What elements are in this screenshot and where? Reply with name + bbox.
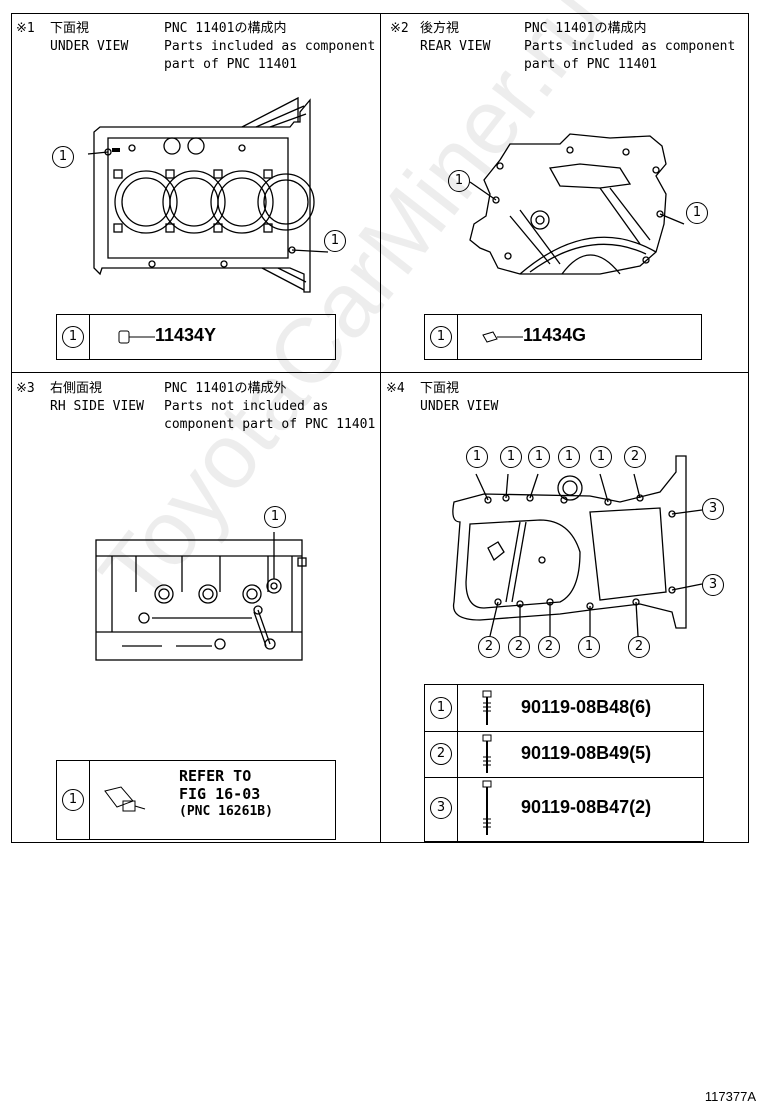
legend-callout: 1 — [430, 326, 452, 348]
panel-2-view-jp: 後方視 — [420, 21, 460, 36]
panel-1-legend: 1 11434Y — [56, 314, 336, 360]
panel-4: ※4 下面視 UNDER VIEW — [380, 372, 748, 842]
callout-3: 3 — [702, 574, 724, 596]
callout-1: 1 — [558, 446, 580, 468]
legend-row-divider — [425, 731, 703, 732]
pin-icon — [118, 330, 155, 344]
part-number: 90119-08B48(6) — [521, 697, 652, 717]
panel-3: ※3 右側面視 RH SIDE VIEW PNC 11401の構成外 Parts… — [12, 372, 380, 842]
legend-row-divider — [425, 777, 703, 778]
refer-line-2: FIG 16-03 — [179, 785, 261, 803]
panel-4-view-en: UNDER VIEW — [420, 399, 499, 414]
callout-1: 1 — [448, 170, 470, 192]
callout-1: 1 — [528, 446, 550, 468]
refer-line-3: (PNC 16261B) — [179, 804, 273, 819]
short-bolt-icon — [482, 690, 492, 725]
dowel-icon — [482, 331, 523, 343]
legend-callout: 1 — [430, 697, 452, 719]
panel-1-mark: ※1 — [16, 21, 35, 36]
callout-2: 2 — [478, 636, 500, 658]
panel-4-mark: ※4 — [386, 381, 405, 396]
panel-3-desc-2: component part of PNC 11401 — [164, 417, 376, 432]
callout-1: 1 — [500, 446, 522, 468]
oil-pan-under-view-drawing — [452, 455, 703, 637]
callout-1: 1 — [52, 146, 74, 168]
figure-id: 117377A — [704, 1089, 756, 1104]
panel-1-desc-1: Parts included as component — [164, 39, 376, 54]
panel-2-view-en: REAR VIEW — [420, 39, 491, 54]
panel-3-legend: 1 REFER TO FIG 16-03 (PNC 16261B) — [56, 760, 336, 840]
callout-3: 3 — [702, 498, 724, 520]
part-number: 90119-08B47(2) — [521, 797, 652, 817]
horizontal-divider — [12, 372, 748, 373]
long-bolt-icon — [482, 780, 492, 835]
panel-1-view-en: UNDER VIEW — [50, 39, 129, 54]
panel-2-desc-2: part of PNC 11401 — [524, 57, 658, 72]
callout-1: 1 — [590, 446, 612, 468]
panel-3-view-jp: 右側面視 — [50, 381, 103, 396]
part-number: 11434G — [523, 325, 587, 345]
panel-1-view-jp: 下面視 — [50, 21, 90, 36]
panel-4-view-jp: 下面視 — [420, 381, 460, 396]
cylinder-block-under-view-drawing — [87, 96, 329, 293]
legend-callout-cell — [57, 761, 90, 839]
callout-2: 2 — [624, 446, 646, 468]
panel-2-desc-1: Parts included as component — [524, 39, 736, 54]
refer-line-1: REFER TO — [179, 767, 252, 785]
panel-2-legend: 1 11434G — [424, 314, 702, 360]
callout-1: 1 — [324, 230, 346, 252]
callout-2: 2 — [508, 636, 530, 658]
part-number: 11434Y — [155, 325, 217, 345]
legend-callout: 2 — [430, 743, 452, 765]
panel-2-mark: ※2 — [390, 21, 409, 36]
legend-callout: 1 — [62, 789, 84, 811]
vertical-divider — [380, 14, 381, 842]
callout-1: 1 — [578, 636, 600, 658]
part-number: 90119-08B49(5) — [521, 743, 652, 763]
cylinder-block-rear-view-drawing — [469, 133, 685, 275]
cylinder-block-rh-side-drawing — [95, 532, 307, 661]
panel-2-pnc: PNC 11401の構成内 — [524, 21, 647, 36]
panel-1-desc-2: part of PNC 11401 — [164, 57, 298, 72]
medium-bolt-icon — [482, 734, 492, 773]
panel-3-view-en: RH SIDE VIEW — [50, 399, 144, 414]
plug-icon — [104, 786, 146, 812]
panel-1-pnc: PNC 11401の構成内 — [164, 21, 287, 36]
legend-callout: 3 — [430, 797, 452, 819]
legend-callout-cell — [57, 315, 90, 359]
legend-callout: 1 — [62, 326, 84, 348]
panel-2: ※2 後方視 REAR VIEW PNC 11401の構成内 Parts inc… — [380, 14, 748, 372]
legend-callout-cell — [425, 315, 458, 359]
callout-2: 2 — [538, 636, 560, 658]
callout-1: 1 — [466, 446, 488, 468]
panel-3-pnc: PNC 11401の構成外 — [164, 381, 287, 396]
panel-4-legend: 1 90119-08B48(6) 2 90119-08B49(5) 3 9011… — [424, 684, 704, 842]
panel-3-mark: ※3 — [16, 381, 35, 396]
callout-1: 1 — [686, 202, 708, 224]
panel-1: ※1 下面視 UNDER VIEW PNC 11401の構成内 Parts in… — [12, 14, 380, 372]
legend-callout-cell — [425, 685, 458, 841]
panel-3-desc-1: Parts not included as — [164, 399, 329, 414]
callout-1: 1 — [264, 506, 286, 528]
parts-diagram-sheet: ※1 下面視 UNDER VIEW PNC 11401の構成内 Parts in… — [11, 13, 749, 843]
callout-2: 2 — [628, 636, 650, 658]
